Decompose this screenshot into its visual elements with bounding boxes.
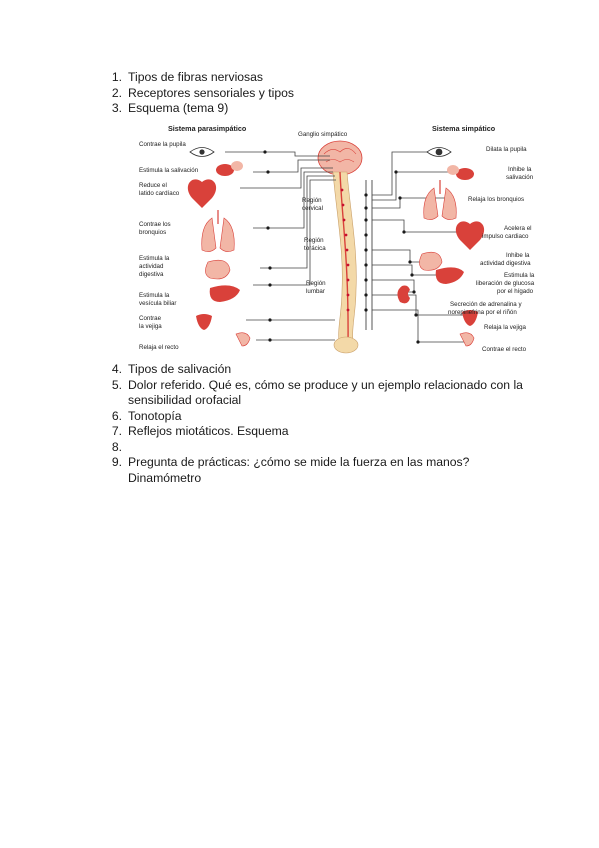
label-estimula-digestiva-3: digestiva (139, 271, 164, 278)
list-item-number: 2. (111, 85, 122, 100)
list-item-text: Tipos de fibras nerviosas (128, 70, 264, 84)
list-item-text: Receptores sensoriales y tipos (128, 85, 294, 100)
list-item-text: Pregunta de prácticas: ¿cómo se mide la … (128, 455, 470, 485)
list-item: 7. Reflejos miotáticos. Esquema (100, 424, 540, 440)
label-contrae-vejiga: Contrae (139, 315, 162, 322)
label-contrae-vejiga-2: la vejiga (139, 323, 162, 330)
heart-icon-right (455, 221, 485, 250)
label-inhibe-digestiva-2: actividad digestiva (480, 260, 531, 267)
rectum-icon-right (459, 332, 475, 347)
list-item-number: 4. (111, 362, 122, 376)
header-parasympathetic: Sistema parasimpático (168, 124, 247, 133)
ganglion-dots-icon (364, 193, 368, 312)
list-item: 2. Receptores sensoriales y tipos (100, 86, 540, 102)
label-relaja-bronquios: Relaja los bronquios (468, 196, 524, 203)
parasympathetic-ganglia-icon (263, 150, 272, 342)
label-inhibe-salivacion-2: salivación (506, 174, 534, 181)
eye-icon-right (426, 147, 452, 157)
label-relaja-vejiga: Relaja la vejiga (484, 324, 527, 331)
region-lumbar-label: Región (306, 280, 326, 287)
spinal-cord-icon (332, 171, 359, 354)
list-item-number: 5. (111, 377, 122, 392)
label-glucosa: Estimula la (504, 272, 535, 279)
exam-topics-list-top: 1. Tipos de fibras nerviosas 2. Receptores … (100, 70, 540, 117)
list-item-number: 3. (111, 101, 122, 115)
sympathetic-chain-icon (365, 180, 373, 330)
list-item-number: 7. (111, 424, 122, 438)
salivary-gland-icon-left (216, 161, 243, 176)
bladder-icon-right (462, 310, 478, 326)
label-reduce-latido: Reduce el (139, 182, 167, 189)
label-estimula-vesicula-2: vesícula biliar (139, 300, 177, 307)
label-estimula-digestiva-2: actividad (139, 263, 164, 270)
sympathetic-ganglia-icon (394, 170, 420, 344)
liver-icon-left (209, 285, 240, 302)
rectum-icon-left (235, 332, 251, 347)
lungs-icon-right (423, 180, 457, 220)
sympathetic-nerves (372, 151, 470, 343)
list-item-number: 8. (111, 439, 122, 454)
kidney-icon-right (397, 285, 410, 304)
region-lumbar-label-2: lumbar (306, 288, 325, 295)
label-dilata-pupila: Dilata la pupila (486, 146, 527, 153)
header-sympathetic: Sistema simpático (432, 124, 496, 133)
label-contrae-pupila: Contrae la pupila (139, 141, 186, 148)
label-inhibe-digestiva: Inhibe la (506, 252, 530, 259)
region-thoracic-label: Región (304, 237, 324, 244)
list-item-number: 6. (111, 408, 122, 423)
exam-topics-list-bottom: 4. Tipos de salivación 5. Dolor referido. Q… (100, 362, 540, 486)
liver-icon-right (435, 267, 464, 284)
brain-icon (317, 140, 363, 176)
label-contrae-bronquios-2: bronquios (139, 229, 166, 236)
spinal-nerve-dots-icon (340, 188, 350, 312)
heart-icon-left (187, 179, 217, 208)
label-adrenalina-2: norepinefrina por el riñón (448, 309, 517, 316)
autonomic-nervous-system-diagram: Sistema parasimpático Ganglio simpático … (139, 124, 535, 354)
list-item-number: 9. (111, 455, 122, 469)
list-item: 4. Tipos de salivación (100, 362, 540, 378)
stomach-icon-right (419, 251, 443, 271)
list-item-text: Esquema (tema 9) (128, 101, 229, 115)
stomach-icon-left (205, 259, 231, 280)
lungs-icon-left (201, 210, 235, 252)
list-item: 6. Tonotopía (100, 409, 540, 425)
label-inhibe-salivacion: Inhibe la (508, 166, 532, 173)
list-item: 9. Pregunta de prácticas: ¿cómo se mide l… (100, 455, 540, 486)
list-item: 8. (100, 440, 540, 456)
label-estimula-vesicula: Estimula la (139, 292, 170, 299)
bladder-icon-left (196, 314, 212, 330)
header-sympathetic-ganglion: Ganglio simpático (298, 131, 348, 138)
label-glucosa-2: liberación de glucosa (476, 280, 535, 287)
region-cervical-label: Región (302, 197, 322, 204)
label-glucosa-3: por el hígado (497, 288, 534, 295)
list-item-text: Dolor referido. Qué es, cómo se produce … (128, 377, 523, 408)
label-acelera-impulso-2: impulso cardiaco (482, 233, 529, 240)
list-item-text (128, 440, 540, 456)
label-acelera-impulso: Acelera el (504, 225, 532, 232)
list-item-text: Reflejos miotáticos. Esquema (128, 424, 289, 438)
list-item-text: Tonotopía (128, 408, 182, 423)
list-item: 5. Dolor referido. Qué es, cómo se produc… (100, 378, 540, 409)
region-cervical-label-2: cervical (302, 205, 323, 212)
salivary-gland-icon-right (447, 165, 474, 180)
label-estimula-digestiva: Estimula la (139, 255, 170, 262)
label-relaja-recto: Relaja el recto (139, 344, 179, 351)
label-estimula-salivacion: Estimula la salivación (139, 167, 199, 174)
list-item: 1. Tipos de fibras nerviosas (100, 70, 540, 86)
label-adrenalina: Secreción de adrenalina y (450, 301, 522, 308)
list-item: 3. Esquema (tema 9) (100, 101, 540, 117)
label-contrae-recto: Contrae el recto (482, 346, 527, 353)
list-item-text: Tipos de salivación (128, 362, 232, 376)
eye-icon-left (189, 147, 215, 157)
list-item-number: 1. (111, 70, 122, 84)
region-thoracic-label-2: torácica (304, 245, 326, 252)
label-reduce-latido-2: latido cardíaco (139, 190, 180, 197)
label-contrae-bronquios: Contrae los (139, 221, 171, 228)
parasympathetic-nerves (225, 151, 336, 341)
